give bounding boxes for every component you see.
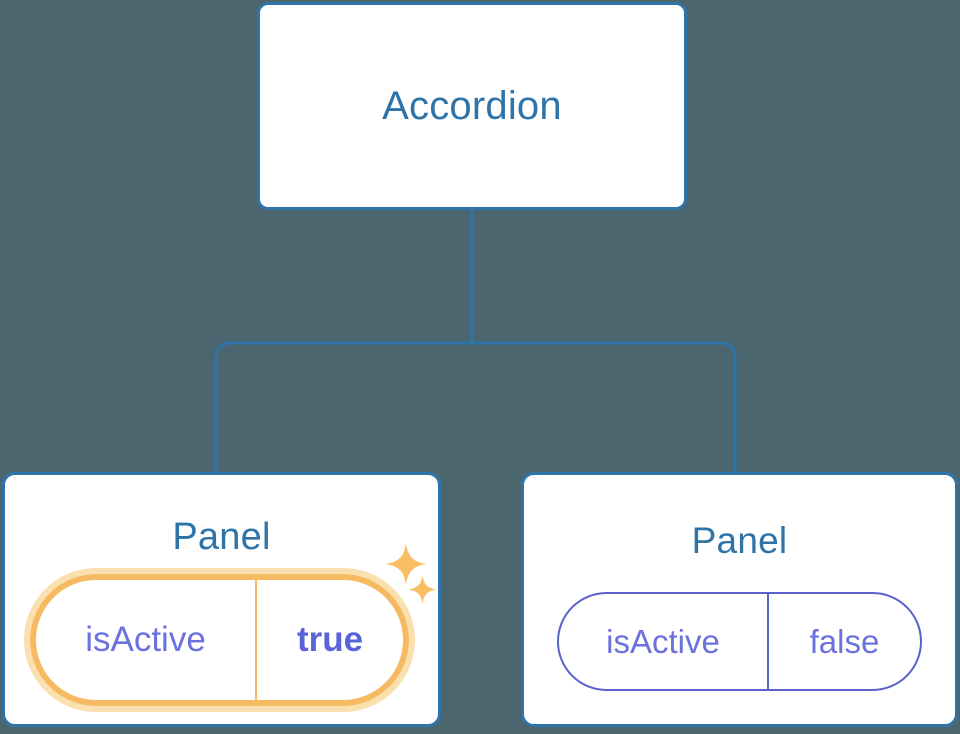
node-panel-active-label: Panel [172, 516, 271, 558]
prop-pill-isactive-true[interactable]: isActive true [24, 568, 415, 712]
prop-value: false [809, 622, 880, 660]
prop-value: true [296, 620, 364, 659]
prop-pill-isactive-false[interactable]: isActive false [557, 592, 922, 691]
node-accordion-label: Accordion [382, 84, 562, 128]
node-panel-inactive-label: Panel [691, 520, 788, 561]
prop-key: isActive [559, 594, 769, 689]
edge-branch-left [214, 341, 472, 476]
prop-key: isActive [36, 580, 257, 700]
edge-branch-right [472, 341, 737, 476]
node-accordion[interactable]: Accordion [257, 2, 687, 210]
